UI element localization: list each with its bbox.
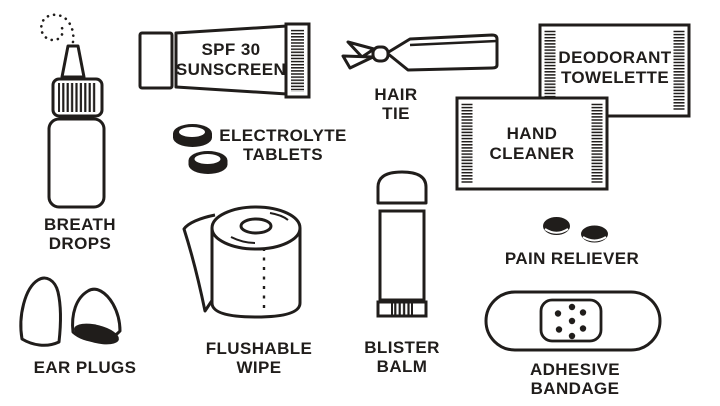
ear-plugs-label: EAR PLUGS — [33, 358, 137, 377]
hair-tie-knot — [371, 45, 390, 63]
adhesive-bandage-icon — [484, 290, 662, 352]
hair-tie-tail-upper — [346, 40, 376, 59]
hair-tie-band-fold-line — [409, 39, 498, 47]
hair-tie-tail-lower — [341, 54, 375, 70]
electrolyte-tablets-icon — [173, 124, 228, 174]
tablet-2 — [188, 151, 228, 174]
item-blister-balm — [372, 168, 434, 320]
wipe-flap — [182, 213, 216, 313]
deodorant-towelette-packet-icon — [538, 23, 691, 118]
hair-tie-label: HAIR TIE — [374, 85, 418, 123]
item-deodorant-towelette — [536, 21, 694, 121]
breath-drops-icon — [40, 13, 106, 209]
item-breath-drops — [18, 8, 133, 213]
sunscreen-tube-icon — [138, 22, 311, 99]
flushable-wipe-roll-icon — [182, 205, 302, 319]
item-electrolyte-tablets — [165, 112, 240, 182]
blister-balm-label: BLISTER BALM — [364, 338, 440, 376]
spray-mist-dotted-line — [40, 13, 75, 44]
item-pain-reliever — [535, 210, 625, 252]
bottle-body — [47, 117, 106, 209]
balm-base-dial-ribs — [392, 303, 412, 315]
bottle-cap-ribs — [58, 83, 97, 112]
packet-crimp-right — [591, 103, 603, 184]
hair-tie-band — [385, 33, 499, 72]
pain-reliever-pills-icon — [543, 217, 608, 243]
tablet-1 — [173, 124, 212, 147]
packet-crimp-left — [461, 103, 473, 184]
packet-crimp-right — [673, 30, 685, 111]
packet-crimp-left — [544, 30, 556, 111]
dropper-nozzle — [60, 44, 86, 79]
ear-plugs-icon — [19, 276, 122, 347]
tube-crimp-ribs — [291, 29, 304, 92]
ear-plug-right-base — [74, 323, 119, 345]
packet-outline — [538, 23, 691, 118]
balm-body — [378, 209, 426, 302]
electrolyte-tablets-label: ELECTROLYTE TABLETS — [219, 126, 347, 164]
packet-outline — [455, 96, 609, 191]
item-spf30-sunscreen — [135, 17, 315, 103]
roll-body — [210, 228, 302, 319]
bandage-pad-dots — [554, 303, 587, 340]
pill-2 — [581, 225, 608, 243]
breath-drops-label: BREATH DROPS — [44, 215, 116, 253]
hand-cleaner-packet-icon — [455, 96, 609, 191]
item-hand-cleaner — [453, 94, 613, 194]
hand-cleaner-label: HAND CLEANER — [489, 124, 575, 163]
sunscreen-label: SPF 30 SUNSCREEN — [175, 40, 287, 79]
item-hair-tie — [340, 30, 505, 75]
item-ear-plugs — [15, 272, 145, 357]
roll-swirl-accent-right — [269, 212, 289, 221]
tube-cap — [138, 31, 174, 90]
balm-cap — [376, 170, 428, 205]
item-adhesive-bandage — [480, 286, 670, 356]
pill-1 — [543, 217, 570, 235]
roll-swirl-accent-left — [230, 236, 256, 244]
blister-balm-stick-icon — [376, 170, 428, 318]
pain-reliever-label: PAIN RELIEVER — [504, 249, 640, 268]
item-flushable-wipe — [175, 192, 310, 332]
hair-tie-icon — [341, 33, 499, 72]
deodorant-towelette-label: DEODORANT TOWELETTE — [558, 48, 672, 87]
flushable-wipe-label: FLUSHABLE WIPE — [205, 339, 313, 377]
roll-core-hole — [239, 217, 273, 235]
ear-plug-left — [19, 276, 62, 347]
adhesive-bandage-label: ADHESIVE BANDAGE — [529, 360, 621, 398]
